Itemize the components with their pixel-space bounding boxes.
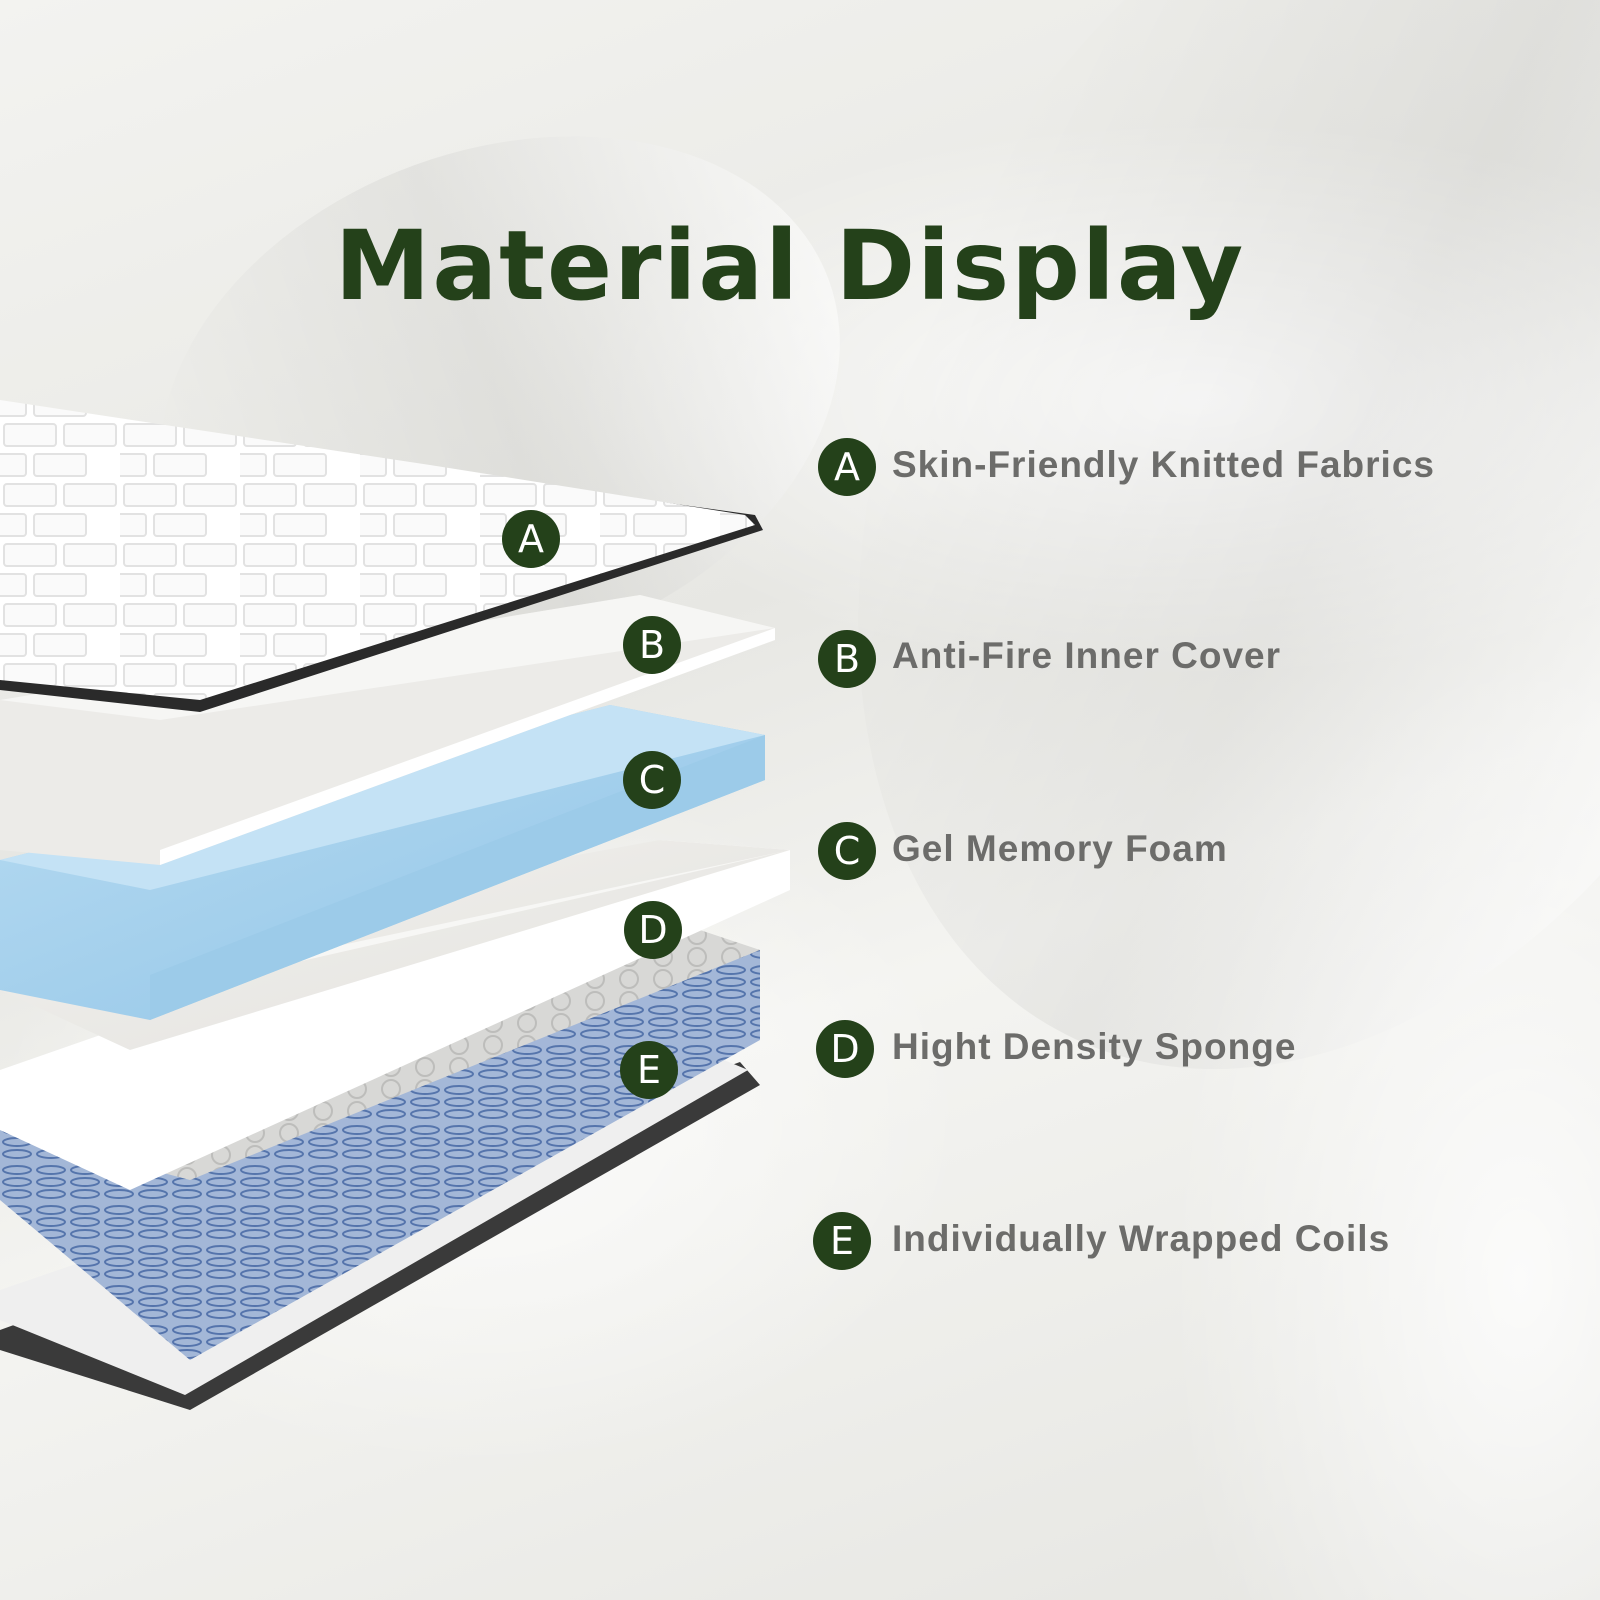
legend-label-c: Gel Memory Foam <box>892 828 1228 869</box>
legend-label-e: Individually Wrapped Coils <box>892 1218 1391 1259</box>
legend-label-d: Hight Density Sponge <box>892 1026 1297 1067</box>
layer-a-knit-fabric <box>0 400 763 712</box>
legend-badge-e: E <box>813 1212 871 1270</box>
legend-label-b: Anti-Fire Inner Cover <box>892 635 1281 676</box>
legend-badge-d: D <box>816 1020 874 1078</box>
diagram-badge-c: C <box>623 751 681 809</box>
page-title: Material Display <box>334 210 1246 322</box>
legend-badge-c: C <box>818 822 876 880</box>
legend-badge-b: B <box>818 630 876 688</box>
legend-badge-a: A <box>818 438 876 496</box>
diagram-badge-a: A <box>502 510 560 568</box>
mattress-layer-diagram <box>0 400 790 1410</box>
diagram-badge-d: D <box>624 901 682 959</box>
diagram-badge-e: E <box>620 1041 678 1099</box>
diagram-badge-b: B <box>623 616 681 674</box>
legend-label-a: Skin-Friendly Knitted Fabrics <box>892 444 1435 485</box>
